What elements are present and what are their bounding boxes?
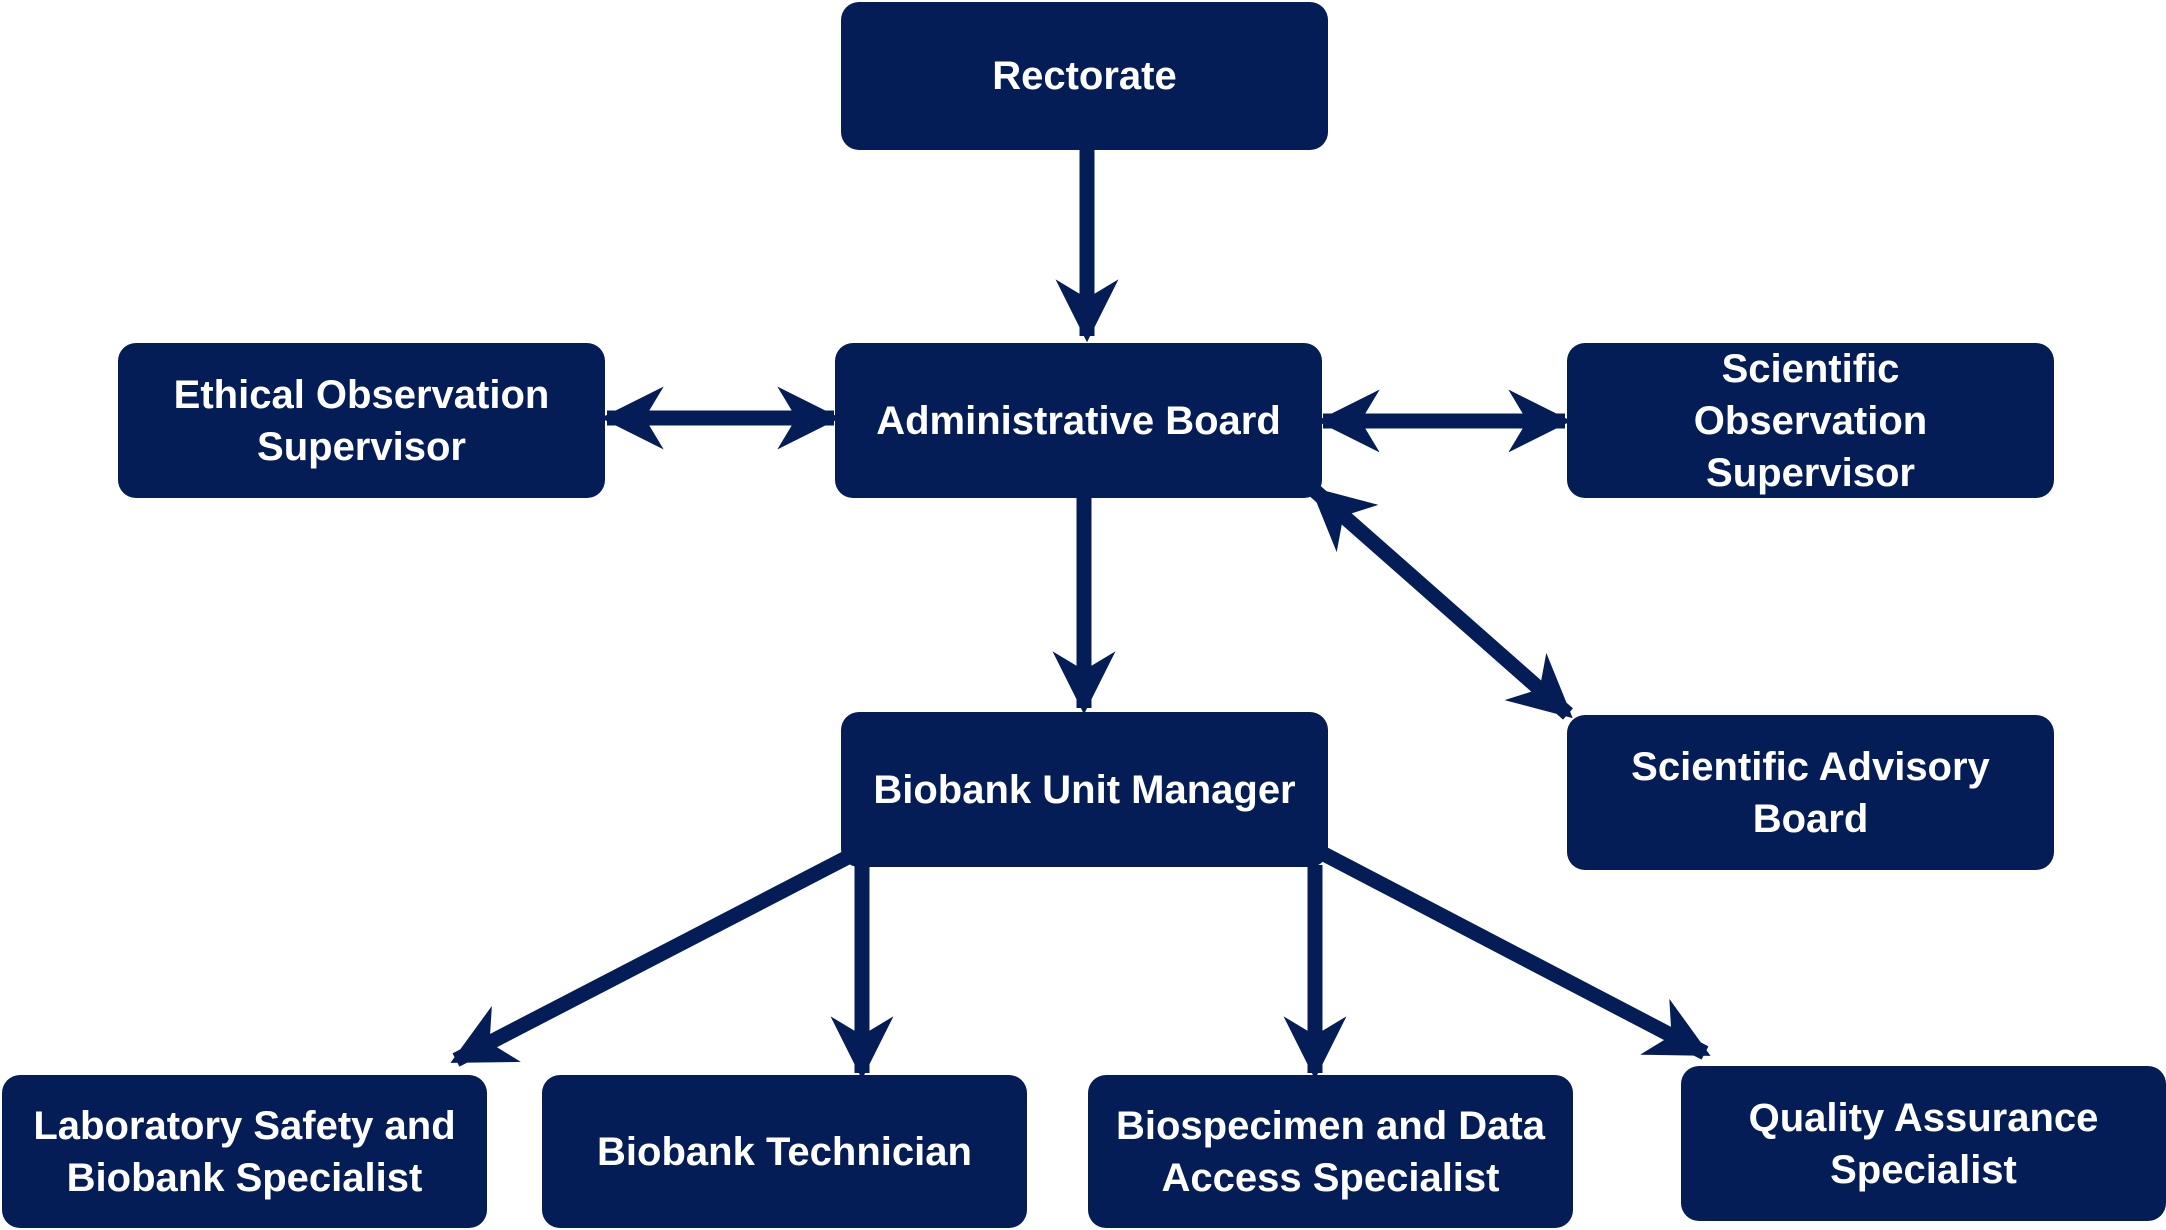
node-administrative-board-label: Administrative Board (876, 398, 1281, 443)
node-quality-assurance-specialist: Quality Assurance Specialist (1681, 1066, 2166, 1221)
node-biobank-technician: Biobank Technician (542, 1075, 1027, 1228)
node-rectorate-label: Rectorate (992, 54, 1177, 98)
node-ethical-observation-supervisor-label: Ethical Observation Supervisor (173, 372, 550, 469)
node-scientific-advisory-board: Scientific Advisory Board (1567, 715, 2054, 870)
node-laboratory-safety-specialist-label: Laboratory Safety and Biobank Specialist (33, 1103, 456, 1200)
node-biobank-unit-manager-label: Biobank Unit Manager (873, 767, 1296, 812)
edge-unit-manager-to-lab-safety-specialist (450, 850, 852, 1067)
node-biobank-technician-label: Biobank Technician (597, 1129, 972, 1174)
node-biospecimen-data-access-specialist-label: Biospecimen and Data Access Specialist (1115, 1103, 1545, 1200)
node-ethical-observation-supervisor: Ethical Observation Supervisor (118, 343, 605, 498)
edge-administrative-board-scientific-advisory-board (1310, 485, 1573, 720)
node-scientific-observation-supervisor: Scientific Observation Supervisor (1567, 343, 2054, 498)
node-biospecimen-data-access-specialist: Biospecimen and Data Access Specialist (1088, 1075, 1573, 1228)
node-scientific-advisory-board-label: Scientific Advisory Board (1631, 744, 1990, 841)
edge-unit-manager-to-quality-specialist (1316, 845, 1711, 1060)
node-scientific-observation-supervisor-label: Scientific Observation Supervisor (1693, 346, 1928, 495)
node-rectorate: Rectorate (841, 2, 1328, 150)
node-biobank-unit-manager: Biobank Unit Manager (841, 712, 1328, 867)
node-administrative-board: Administrative Board (835, 343, 1322, 498)
node-laboratory-safety-specialist: Laboratory Safety and Biobank Specialist (2, 1075, 487, 1228)
node-quality-assurance-specialist-label: Quality Assurance Specialist (1748, 1095, 2099, 1192)
